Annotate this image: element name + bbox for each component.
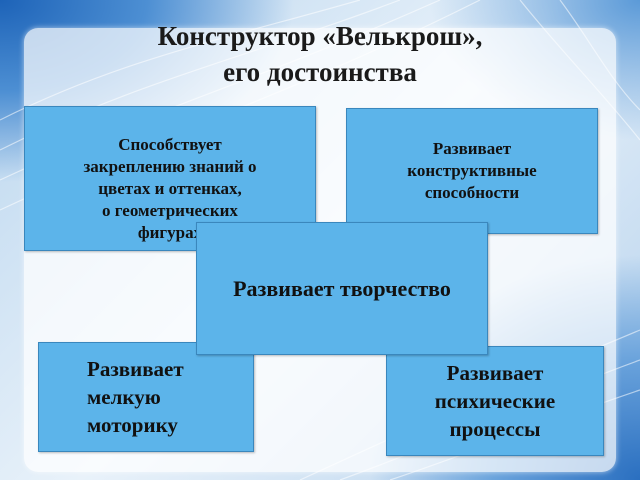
title-line-1: Конструктор «Велькрош», <box>157 21 483 51</box>
benefit-box-creativity-text: Развивает творчество <box>233 275 451 301</box>
slide-title: Конструктор «Велькрош», его достоинства <box>24 18 616 90</box>
benefit-box-motor-skills-text: Развивает мелкую моторику <box>87 357 184 437</box>
benefit-box-knowledge: Способствует закреплению знаний о цветах… <box>24 106 316 251</box>
benefit-box-knowledge-text: Способствует закреплению знаний о цветах… <box>83 134 257 242</box>
benefit-box-motor-skills: Развивает мелкую моторику <box>38 342 254 452</box>
benefit-box-constructive-text: Развивает конструктивные способности <box>407 139 537 202</box>
benefit-box-constructive: Развивает конструктивные способности <box>346 108 598 234</box>
benefit-box-mental-processes: Развивает психические процессы <box>386 346 604 456</box>
benefit-box-mental-processes-text: Развивает психические процессы <box>434 361 556 441</box>
title-line-2: его достоинства <box>223 57 417 87</box>
benefit-box-creativity: Развивает творчество <box>196 222 488 355</box>
